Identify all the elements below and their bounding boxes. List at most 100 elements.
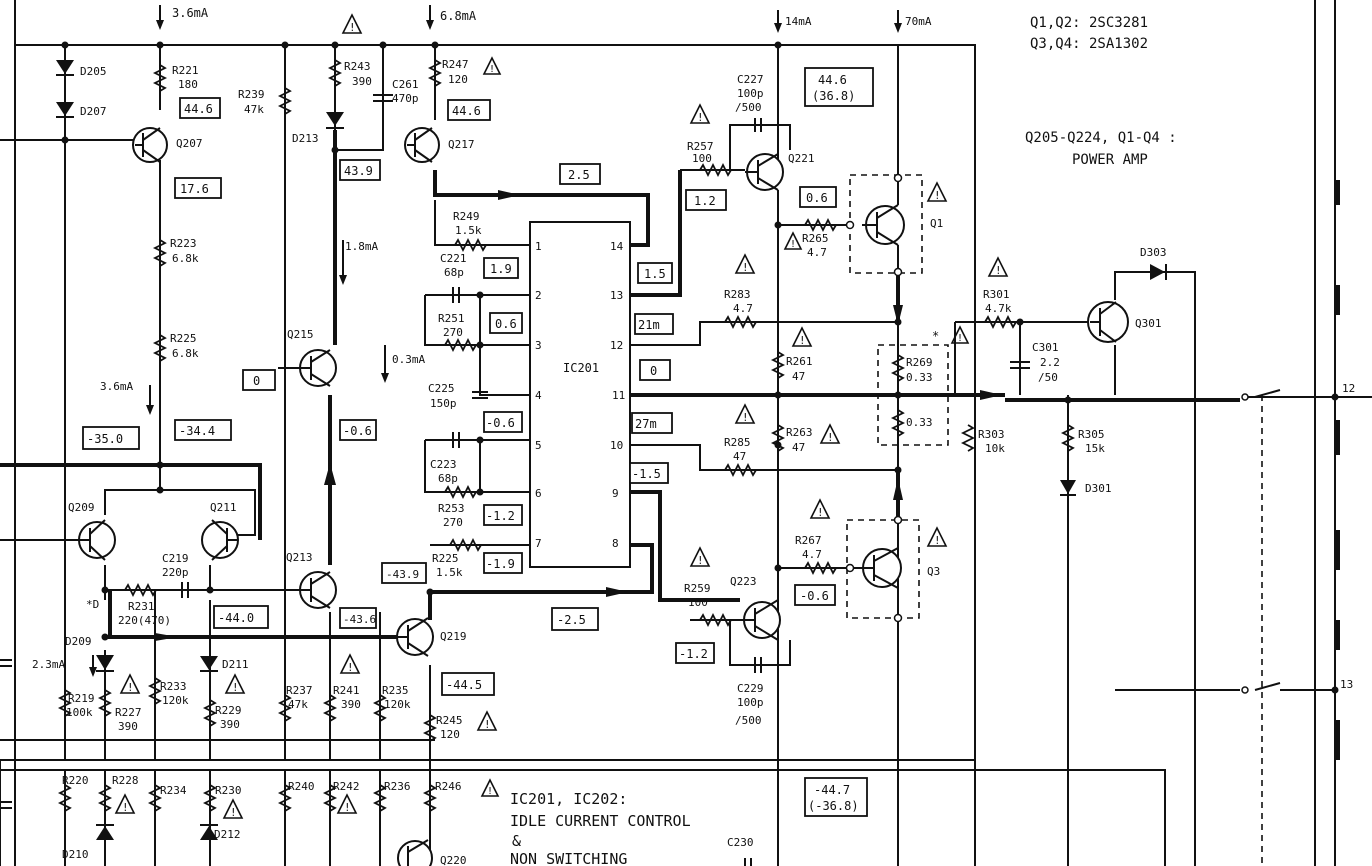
label-d303: D303 — [1140, 246, 1167, 259]
ic201: IC201 1 2 3 4 5 6 7 14 13 12 11 10 9 8 — [529, 221, 631, 568]
warning-icon: ! — [734, 253, 756, 274]
warning-icon: ! — [480, 778, 500, 797]
svg-text:390: 390 — [118, 720, 138, 733]
label-q3: Q3 — [927, 565, 940, 578]
warning-icon: ! — [689, 103, 711, 124]
svg-text:-1.5: -1.5 — [632, 467, 661, 481]
svg-text:68p: 68p — [438, 472, 458, 485]
svg-text:17.6: 17.6 — [180, 182, 209, 196]
svg-text:R231: R231 — [128, 600, 155, 613]
ic-left-pins: 1 2 3 4 5 6 7 — [535, 240, 542, 550]
transistor-note-2: Q3,Q4: 2SA1302 — [1030, 36, 1148, 52]
label-q219: Q219 — [440, 630, 467, 643]
svg-text:10: 10 — [610, 439, 623, 452]
svg-text:44.6: 44.6 — [184, 102, 213, 116]
transistor-q211 — [201, 519, 239, 561]
svg-text:R263: R263 — [786, 426, 813, 439]
current-label: 3.6mA — [100, 380, 133, 393]
svg-text:100p: 100p — [737, 87, 764, 100]
svg-text:270: 270 — [443, 326, 463, 339]
transistor-symbols — [78, 127, 1129, 866]
warning-icon: ! — [222, 798, 244, 819]
svg-text:R303: R303 — [978, 428, 1005, 441]
svg-text:47: 47 — [733, 450, 746, 463]
svg-text:R225: R225 — [170, 332, 197, 345]
junction-dots — [61, 41, 1339, 694]
svg-text:1.9: 1.9 — [490, 262, 512, 276]
svg-text:43.9: 43.9 — [344, 164, 373, 178]
svg-text:27m: 27m — [635, 417, 657, 431]
current-label: 70mA — [905, 15, 932, 28]
transistor-q223 — [743, 599, 781, 641]
idle-note-4: NON SWITCHING — [510, 850, 627, 866]
label-q211: Q211 — [210, 501, 237, 514]
svg-text:R236: R236 — [384, 780, 411, 793]
relay-switches — [1241, 180, 1340, 866]
svg-text:C229: C229 — [737, 682, 764, 695]
label-d213: D213 — [292, 132, 319, 145]
current-label: 1.8mA — [345, 240, 378, 253]
svg-text:2.2: 2.2 — [1040, 356, 1060, 369]
svg-text:180: 180 — [178, 78, 198, 91]
power-amp-note-1: Q205-Q224, Q1-Q4 : — [1025, 130, 1177, 146]
svg-text:-44.5: -44.5 — [446, 678, 482, 692]
voltage-boxes — [82, 67, 874, 817]
svg-text:6.8k: 6.8k — [172, 347, 199, 360]
svg-text:13: 13 — [610, 289, 623, 302]
svg-text:2: 2 — [535, 289, 542, 302]
warning-icon: ! — [482, 56, 502, 75]
warning-icons: ! ! ! ! ! ! ! ! ! ! ! ! ! ! ! ! ! ! ! ! … — [114, 13, 1009, 819]
svg-text:R285: R285 — [724, 436, 751, 449]
svg-text:C221: C221 — [440, 252, 467, 265]
flow-arrows — [89, 5, 1002, 677]
svg-text:1.2: 1.2 — [694, 194, 716, 208]
svg-text:R239: R239 — [238, 88, 265, 101]
label-q213: Q213 — [286, 551, 313, 564]
svg-text:R233: R233 — [160, 680, 187, 693]
idle-note-1: IC201, IC202: — [510, 790, 627, 808]
svg-text:0.33: 0.33 — [906, 371, 933, 384]
warning-icon: ! — [339, 653, 361, 674]
svg-text:R227: R227 — [115, 706, 142, 719]
svg-text:R301: R301 — [983, 288, 1010, 301]
svg-text:!: ! — [127, 681, 134, 694]
label-d205: D205 — [80, 65, 107, 78]
svg-text:R245: R245 — [436, 714, 463, 727]
svg-text:R253: R253 — [438, 502, 465, 515]
svg-text:*D: *D — [86, 598, 99, 611]
svg-text:!: ! — [790, 239, 796, 250]
warning-icon: ! — [809, 498, 831, 519]
svg-text:21m: 21m — [638, 318, 660, 332]
label-q207: Q207 — [176, 137, 203, 150]
label-q301: Q301 — [1135, 317, 1162, 330]
transistor-q301 — [1087, 301, 1129, 343]
idle-note-2: IDLE CURRENT CONTROL — [510, 812, 691, 830]
svg-text:C225: C225 — [428, 382, 455, 395]
ic-right-pins: 14 13 12 11 10 9 8 — [610, 240, 625, 550]
svg-text:R230: R230 — [215, 784, 242, 797]
svg-text:R221: R221 — [172, 64, 199, 77]
svg-text:3: 3 — [535, 339, 542, 352]
svg-text:1.5k: 1.5k — [436, 566, 463, 579]
transistor-q207 — [132, 127, 168, 163]
svg-text:R240: R240 — [288, 780, 315, 793]
transistor-q213 — [299, 571, 337, 609]
svg-text:100: 100 — [688, 596, 708, 609]
svg-text:-35.0: -35.0 — [87, 432, 123, 446]
warning-icon: ! — [987, 256, 1009, 277]
svg-text:-2.5: -2.5 — [557, 613, 586, 627]
svg-text:12: 12 — [610, 339, 623, 352]
label-d301: D301 — [1085, 482, 1112, 495]
svg-text:5: 5 — [535, 439, 542, 452]
svg-text:4.7: 4.7 — [733, 302, 753, 315]
transistor-q3 — [845, 515, 920, 623]
power-amp-note-2: POWER AMP — [1072, 152, 1148, 168]
svg-text:R241: R241 — [333, 684, 360, 697]
svg-text:C301: C301 — [1032, 341, 1059, 354]
warning-icon: ! — [791, 326, 813, 347]
svg-text:-44.0: -44.0 — [218, 611, 254, 625]
warning-icon: ! — [734, 403, 756, 424]
svg-text:!: ! — [487, 786, 493, 797]
svg-text:12: 12 — [1342, 382, 1355, 395]
label-d210: D210 — [62, 848, 89, 861]
